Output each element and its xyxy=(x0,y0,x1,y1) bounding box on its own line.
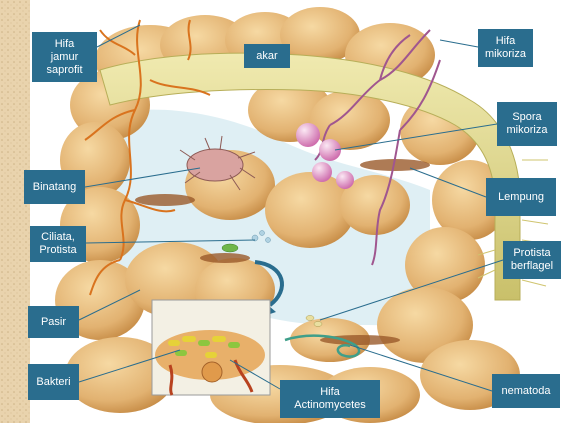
label-protista-berflagel: Protista berflagel xyxy=(503,241,561,279)
label-pasir: Pasir xyxy=(28,306,79,338)
zoom-inset xyxy=(152,300,270,395)
label-binatang: Binatang xyxy=(24,170,85,204)
label-nematoda: nematoda xyxy=(492,374,560,408)
label-hifa-actinomycetes: Hifa Actinomycetes xyxy=(280,380,380,418)
label-ciliata-protista: Ciliata, Protista xyxy=(30,226,86,262)
soil-wall xyxy=(0,0,30,423)
label-hifa-mikoriza: Hifa mikoriza xyxy=(478,29,533,67)
label-akar: akar xyxy=(244,44,290,68)
label-hifa-jamur-saprofit: Hifa jamur saprofit xyxy=(32,32,97,82)
label-spora-mikoriza: Spora mikoriza xyxy=(497,102,557,146)
label-lempung: Lempung xyxy=(486,178,556,216)
label-bakteri: Bakteri xyxy=(28,364,79,400)
